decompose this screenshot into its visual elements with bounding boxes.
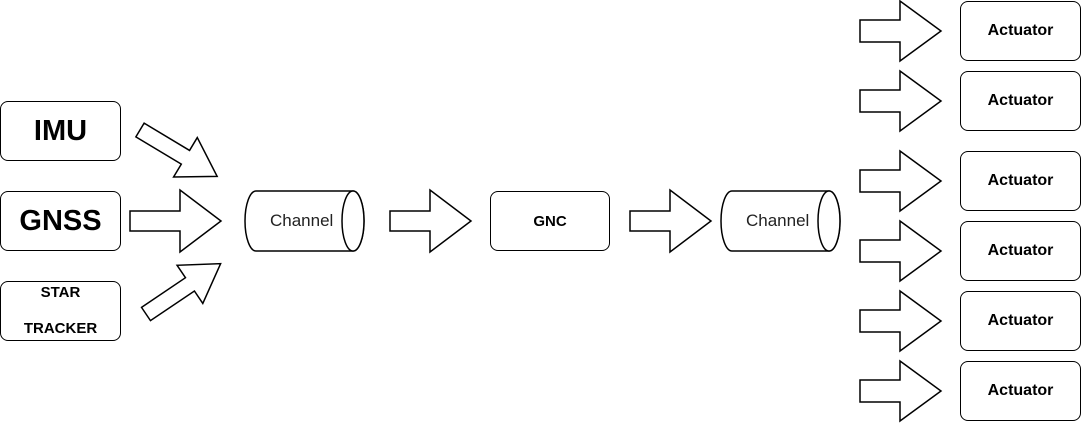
actuator-box-5: Actuator [960, 291, 1081, 351]
arrow-to-actuator-1 [859, 0, 943, 63]
arrow-to-actuator-6 [859, 359, 943, 423]
gnss-box: GNSS [0, 191, 121, 251]
arrow-gnss-to-channel [129, 188, 223, 254]
arrow-gnc-to-channel [629, 188, 713, 254]
input-channel-cylinder [244, 190, 365, 252]
arrow-channel-to-gnc [389, 188, 473, 254]
star-tracker-box: STAR TRACKER [0, 281, 121, 341]
actuator-label: Actuator [987, 312, 1054, 329]
star-tracker-label-line2: TRACKER [23, 320, 98, 337]
arrow-imu-to-channel [134, 122, 219, 178]
actuator-box-2: Actuator [960, 71, 1081, 131]
arrow-star-to-channel [140, 262, 222, 322]
gnc-box: GNC [490, 191, 610, 251]
output-channel-label: Channel [746, 211, 810, 230]
actuator-label: Actuator [987, 242, 1054, 259]
output-channel-cylinder [720, 190, 841, 252]
gnc-label: GNC [533, 212, 567, 230]
actuator-label: Actuator [987, 92, 1054, 109]
arrow-to-actuator-4 [859, 219, 943, 283]
actuator-label: Actuator [987, 22, 1054, 39]
actuator-box-3: Actuator [960, 151, 1081, 211]
actuator-label: Actuator [987, 172, 1054, 189]
star-tracker-label-line1: STAR [40, 284, 81, 301]
imu-label: IMU [33, 114, 88, 147]
actuator-box-4: Actuator [960, 221, 1081, 281]
input-channel-label: Channel [270, 211, 334, 230]
arrow-to-actuator-3 [859, 149, 943, 213]
actuator-label: Actuator [987, 382, 1054, 399]
arrow-to-actuator-2 [859, 69, 943, 133]
arrow-to-actuator-5 [859, 289, 943, 353]
imu-box: IMU [0, 101, 121, 161]
gnss-label: GNSS [19, 204, 102, 237]
actuator-box-6: Actuator [960, 361, 1081, 421]
actuator-box-1: Actuator [960, 1, 1081, 61]
